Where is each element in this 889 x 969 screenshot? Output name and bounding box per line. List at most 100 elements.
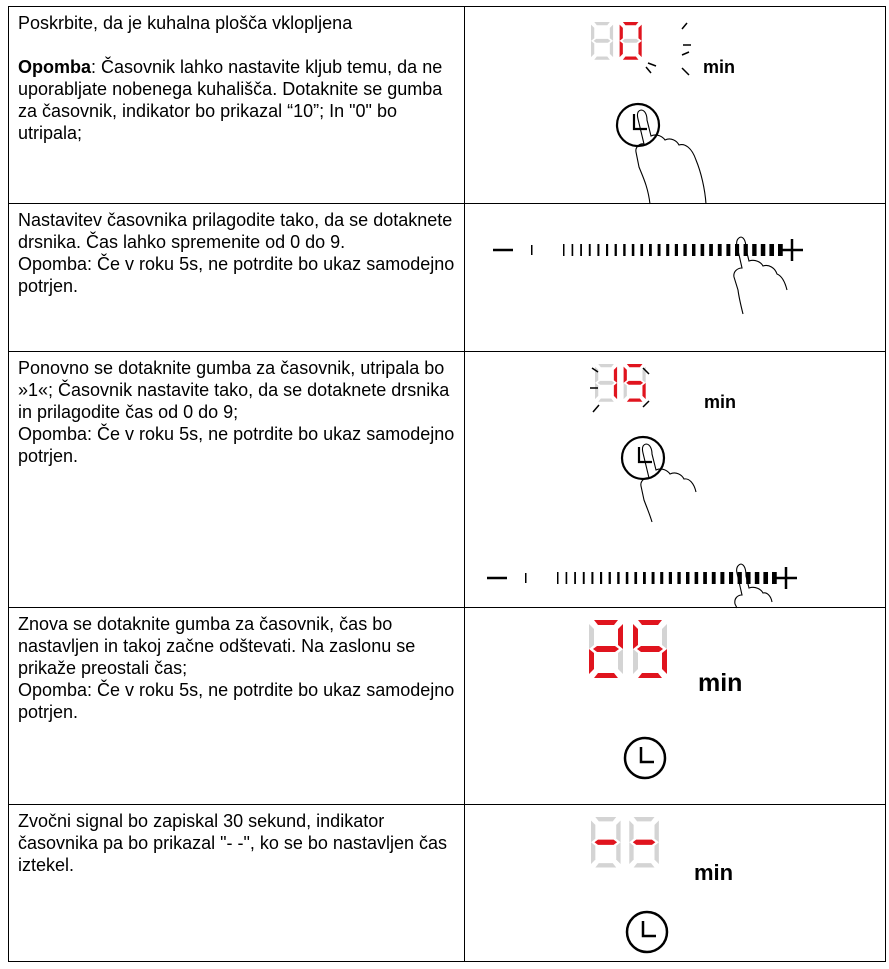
slider-tick xyxy=(668,572,672,584)
slider-tick xyxy=(726,244,731,256)
finger-touch-icon xyxy=(640,443,697,523)
digit-segment xyxy=(594,620,618,625)
step-5-para-1: Zvočni signal bo zapiskal 30 sekund, ind… xyxy=(18,811,447,875)
digit-segment xyxy=(654,820,659,843)
clock-icon[interactable] xyxy=(625,910,669,954)
slider-tick xyxy=(677,572,681,584)
slider-tick xyxy=(600,572,603,584)
blink-rays-icon xyxy=(590,367,650,413)
slider-tick xyxy=(763,572,769,584)
slider-tick xyxy=(643,572,646,584)
slider-tick xyxy=(760,244,766,256)
slider-tick xyxy=(692,244,696,256)
slider-tick xyxy=(574,572,576,584)
step-1-figure: min xyxy=(591,22,735,205)
clock-icon[interactable] xyxy=(623,736,667,780)
digit-segment xyxy=(626,398,643,402)
digit-segment xyxy=(598,398,614,402)
slider-tick xyxy=(571,244,574,256)
min-label: min xyxy=(704,392,736,412)
clock-icon[interactable] xyxy=(615,102,661,148)
digit-segment xyxy=(594,22,610,26)
digit-segment xyxy=(613,366,618,383)
digit-segment xyxy=(593,38,611,43)
table-row: Znova se dotaknite gumba za časovnik, ča… xyxy=(8,607,886,805)
finger-touch-icon xyxy=(734,563,773,609)
digit-segment xyxy=(638,673,662,678)
digit-segment xyxy=(594,839,618,845)
step-text-cell: Znova se dotaknite gumba za časovnik, ča… xyxy=(8,607,465,805)
digit-segment xyxy=(589,649,594,674)
slider-tick xyxy=(778,244,783,256)
slider-tick xyxy=(625,572,629,584)
digit-segment xyxy=(654,842,659,864)
slider-tick xyxy=(769,244,775,256)
digit-segment xyxy=(638,24,642,41)
slider-tick xyxy=(703,572,707,584)
slider-tick xyxy=(686,572,690,584)
digit-segment xyxy=(633,863,655,868)
slider-tick xyxy=(729,572,734,584)
step-text-cell: Zvočni signal bo zapiskal 30 sekund, ind… xyxy=(8,804,465,962)
slider-tick xyxy=(657,244,661,256)
digit-segment xyxy=(594,673,618,678)
digit-segment xyxy=(633,649,638,674)
digit-segment xyxy=(622,56,639,60)
digit-segment xyxy=(632,839,656,845)
step-3-figure: min xyxy=(487,364,797,609)
step-figure-cell: min xyxy=(464,607,886,805)
digit-segment xyxy=(616,820,621,843)
min-label: min xyxy=(698,669,742,697)
slider-tick xyxy=(666,244,670,256)
digit-segment xyxy=(623,382,627,400)
seven-segment-digit xyxy=(595,364,618,402)
digit-segment xyxy=(609,40,614,58)
digit-segment xyxy=(626,380,644,385)
slider-tick xyxy=(709,244,713,256)
slider-tick xyxy=(640,244,644,256)
seven-segment-digit xyxy=(591,817,621,868)
digit-segment xyxy=(616,842,621,864)
step-4-para-2: Opomba: Če v roku 5s, ne potrdite bo uka… xyxy=(18,680,455,722)
slider-tick xyxy=(746,572,751,584)
timer-display xyxy=(589,620,667,678)
step-3-para-1: Ponovno se dotaknite gumba za časovnik, … xyxy=(18,358,450,422)
digit-segment xyxy=(595,817,617,822)
step-4-figure: min xyxy=(589,620,742,780)
digit-segment xyxy=(622,22,639,26)
slider-tick xyxy=(754,572,760,584)
slider-tick xyxy=(591,572,594,584)
step-figure-cell: min xyxy=(464,804,886,962)
step-figure-cell: min xyxy=(464,351,886,609)
slider-bar-icon[interactable] xyxy=(487,567,797,589)
clock-icon[interactable] xyxy=(620,435,666,481)
slider-tick xyxy=(651,572,655,584)
seven-segment-digit xyxy=(633,620,667,678)
step-text-cell: Ponovno se dotaknite gumba za časovnik, … xyxy=(8,351,465,608)
blink-rays-icon xyxy=(645,22,691,76)
digit-segment xyxy=(595,382,599,400)
slider-tick xyxy=(531,245,533,255)
note-label: Opomba xyxy=(18,57,92,77)
digit-segment xyxy=(609,24,614,41)
slider-tick xyxy=(737,572,742,584)
digit-segment xyxy=(613,382,618,400)
digit-segment xyxy=(591,24,595,41)
step-2-para-1: Nastavitev časovnika prilagodite tako, d… xyxy=(18,210,453,252)
slider-tick xyxy=(582,572,585,584)
slider-tick xyxy=(772,572,777,584)
digit-segment xyxy=(591,820,596,843)
step-1-para-2: Opomba: Časovnik lahko nastavite kljub t… xyxy=(18,57,443,143)
slider-bar-icon[interactable] xyxy=(493,239,803,261)
digit-segment xyxy=(589,624,594,649)
digit-segment xyxy=(623,366,627,383)
step-figure-cell xyxy=(464,203,886,352)
digit-segment xyxy=(642,382,646,400)
slider-tick xyxy=(617,572,620,584)
digit-segment xyxy=(619,40,623,58)
digit-segment xyxy=(626,364,643,368)
digit-segment xyxy=(595,863,617,868)
digit-segment xyxy=(598,364,614,368)
slider-tick xyxy=(588,244,591,256)
min-label: min xyxy=(694,860,733,885)
